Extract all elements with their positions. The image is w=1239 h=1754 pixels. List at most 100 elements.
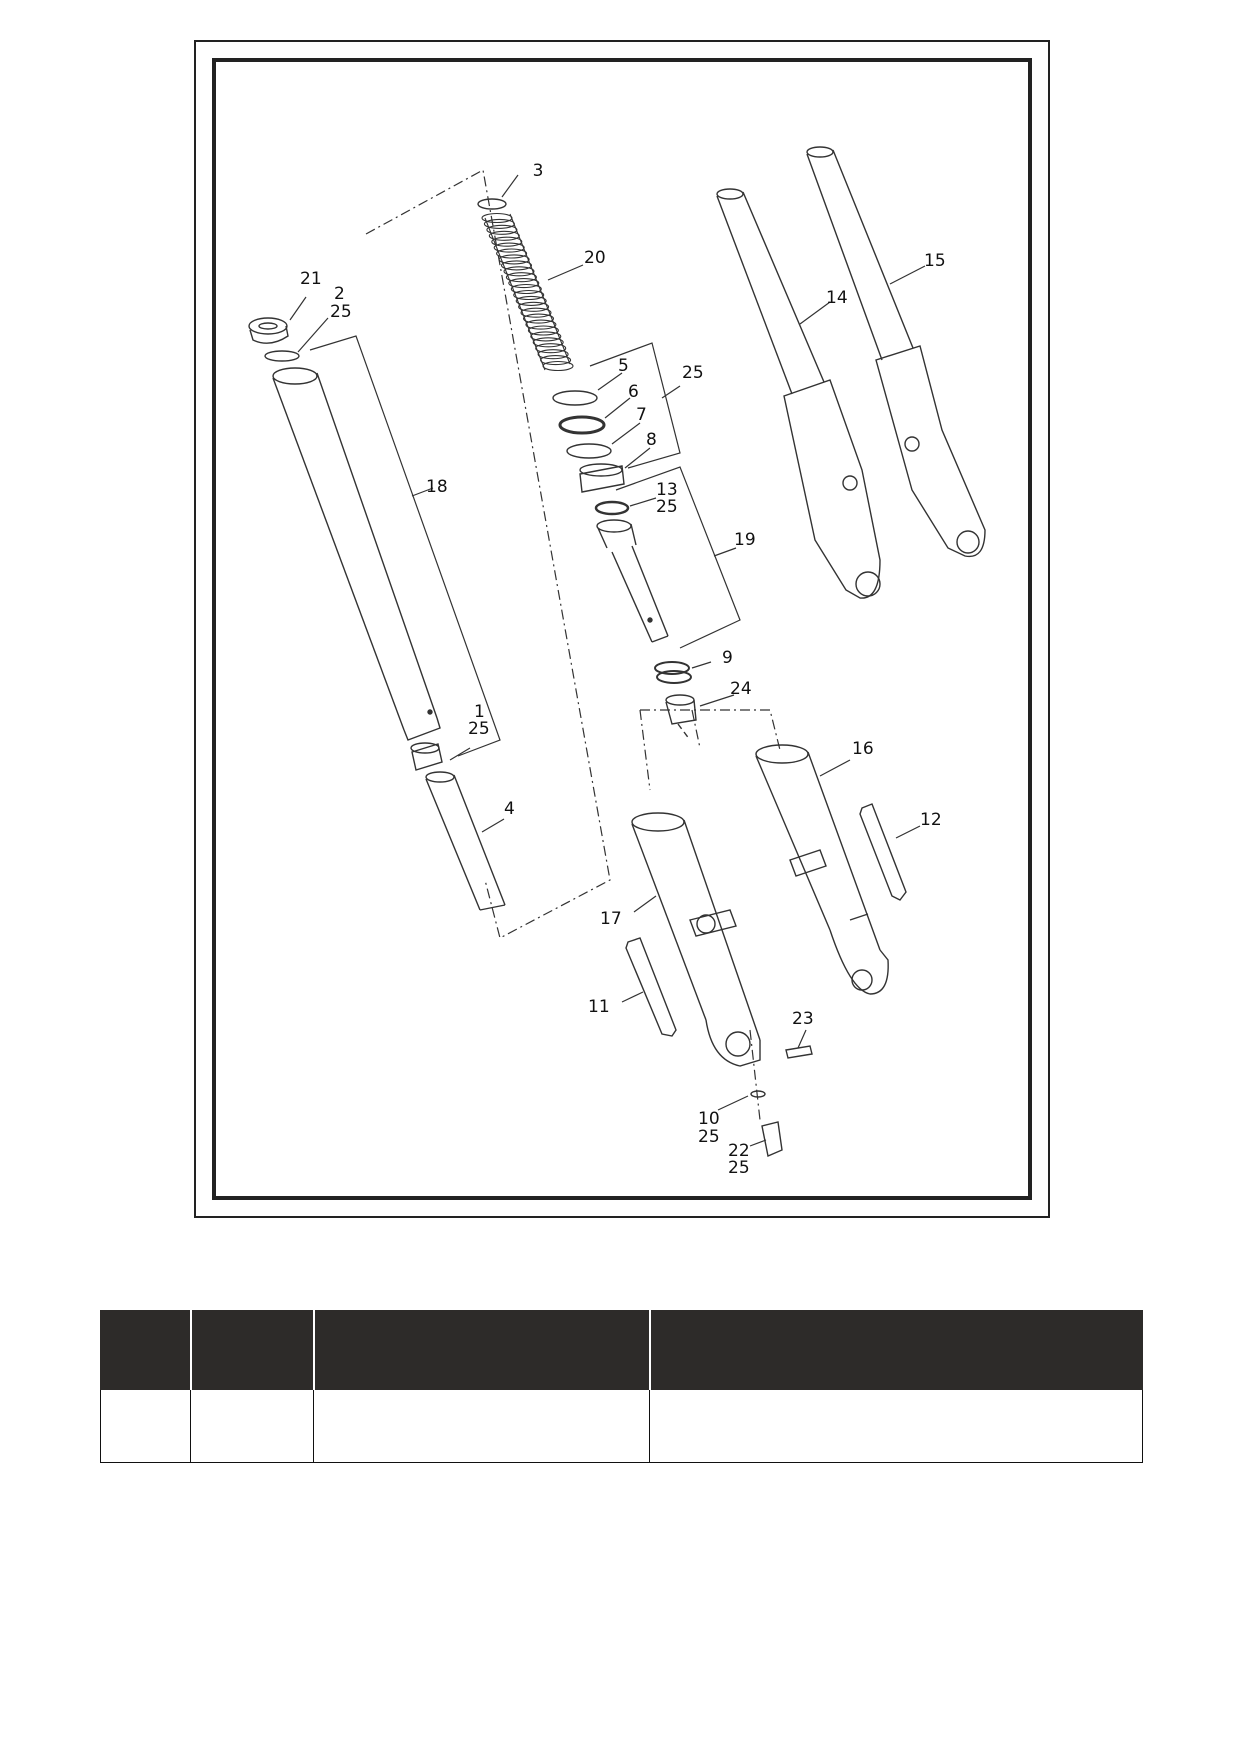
- callout-17: 17: [600, 909, 622, 929]
- group-outline-lines: [365, 169, 781, 1121]
- part-13-ring: [594, 500, 630, 516]
- parts-table-header-row: [100, 1310, 1143, 1390]
- callout-8: 8: [646, 430, 657, 450]
- table-cell: [313, 1389, 650, 1463]
- table-cell: [100, 1389, 191, 1463]
- spring-coil: [496, 248, 528, 259]
- callout-23: 23: [792, 1009, 814, 1029]
- part-8-bushing: [579, 465, 625, 493]
- bracket-18: [309, 335, 501, 757]
- spring-coil: [513, 289, 545, 301]
- group-outline-bolt-axis: [749, 1029, 761, 1121]
- part-9-collar: [654, 661, 692, 684]
- table-cell: [649, 1389, 1143, 1463]
- part-14-fork-assembly: [716, 188, 881, 599]
- exploded-fork-diagram: 3 20 21 2 25 18 5 25 6 7 8 13 25 19 9 24…: [248, 146, 986, 1178]
- callout-1: 1: [474, 702, 485, 722]
- part-24-cone: [665, 694, 697, 741]
- spring-coil: [527, 325, 559, 336]
- spring-coil: [498, 254, 530, 265]
- header-cell: [312, 1310, 650, 1390]
- group-outline-lower-top: [640, 709, 781, 751]
- part-17-lower-leg: [631, 812, 761, 1067]
- spring-coil: [532, 337, 564, 348]
- spring-coil: [508, 278, 540, 289]
- spring-coil: [537, 349, 569, 360]
- callout-10: 10: [698, 1109, 720, 1129]
- spring-coil: [500, 260, 533, 271]
- part-2-o-ring: [264, 350, 300, 362]
- spring-coil: [488, 230, 520, 241]
- part-23-bolt: [785, 1045, 813, 1059]
- callout-9: 9: [722, 648, 733, 668]
- part-5-ring: [552, 390, 598, 406]
- part-10-washer: [750, 1090, 766, 1098]
- group-outline-link: [691, 709, 701, 749]
- diagram-outer-frame: [194, 40, 1050, 1218]
- callout-24: 24: [730, 679, 752, 699]
- header-cell: [100, 1310, 191, 1390]
- bracket-25-group: [589, 342, 681, 469]
- spring-coil: [486, 224, 518, 235]
- part-15-fork-assembly: [806, 146, 986, 558]
- part-6-seal: [558, 415, 606, 435]
- spring-coil: [503, 266, 535, 277]
- fork-rings: [552, 390, 625, 493]
- part-19-damper-rod: [594, 500, 669, 643]
- diagram-inner-frame: [212, 58, 1032, 1200]
- group-outline-left: [365, 169, 611, 939]
- part-11-guard: [625, 937, 677, 1037]
- spring-coil: [518, 301, 550, 312]
- callout-25-b: 25: [682, 363, 704, 383]
- part-3-washer: [477, 198, 507, 210]
- leader-lines: [289, 174, 926, 1147]
- table-cell: [190, 1389, 314, 1463]
- callout-11: 11: [588, 997, 610, 1017]
- part-8-bushing-top: [579, 463, 623, 477]
- spring-coil: [522, 313, 555, 324]
- callout-15: 15: [924, 251, 946, 271]
- spring-coil: [525, 319, 557, 330]
- callout-25-d: 25: [468, 719, 490, 739]
- callout-4: 4: [504, 799, 515, 819]
- callout-2: 2: [334, 284, 345, 304]
- callout-25-f: 25: [728, 1158, 750, 1178]
- spring-coil: [540, 355, 572, 366]
- part-20-spring: [481, 212, 574, 372]
- callout-labels: 3 20 21 2 25 18 5 25 6 7 8 13 25 19 9 24…: [300, 161, 946, 1178]
- spring-coil: [515, 295, 547, 306]
- callout-20: 20: [584, 248, 606, 268]
- callout-5: 5: [618, 356, 629, 376]
- spring-coil: [505, 272, 537, 283]
- callout-16: 16: [852, 739, 874, 759]
- spring-coil: [491, 236, 523, 247]
- header-cell: [648, 1310, 1143, 1390]
- part-7-ring: [566, 443, 612, 459]
- callout-6: 6: [628, 382, 639, 402]
- bracket-19: [615, 466, 741, 649]
- callout-25-c: 25: [656, 497, 678, 517]
- callout-13: 13: [656, 480, 678, 500]
- part-12-guard: [859, 803, 907, 901]
- callout-25-a: 25: [330, 302, 352, 322]
- part-21-cap: [248, 317, 300, 362]
- table-row: [100, 1389, 1143, 1463]
- callout-12: 12: [920, 810, 942, 830]
- header-cell: [189, 1310, 314, 1390]
- callout-14: 14: [826, 288, 848, 308]
- part-22-bolt: [761, 1121, 783, 1157]
- part-16-lower-leg: [755, 744, 889, 995]
- spring-coil: [535, 343, 567, 354]
- spring-coil: [520, 307, 552, 318]
- spring-coil: [530, 331, 562, 342]
- part-1-bush: [410, 742, 443, 771]
- callout-19: 19: [734, 530, 756, 550]
- callout-25-e: 25: [698, 1127, 720, 1147]
- bracket-lines: [309, 335, 741, 757]
- part-18-fork-tube: [272, 367, 441, 741]
- spring-coil: [542, 360, 574, 372]
- callout-3: 3: [533, 161, 544, 181]
- spring-coil: [510, 283, 542, 295]
- fork-fasteners: [750, 1045, 813, 1157]
- rod-head: [596, 519, 632, 533]
